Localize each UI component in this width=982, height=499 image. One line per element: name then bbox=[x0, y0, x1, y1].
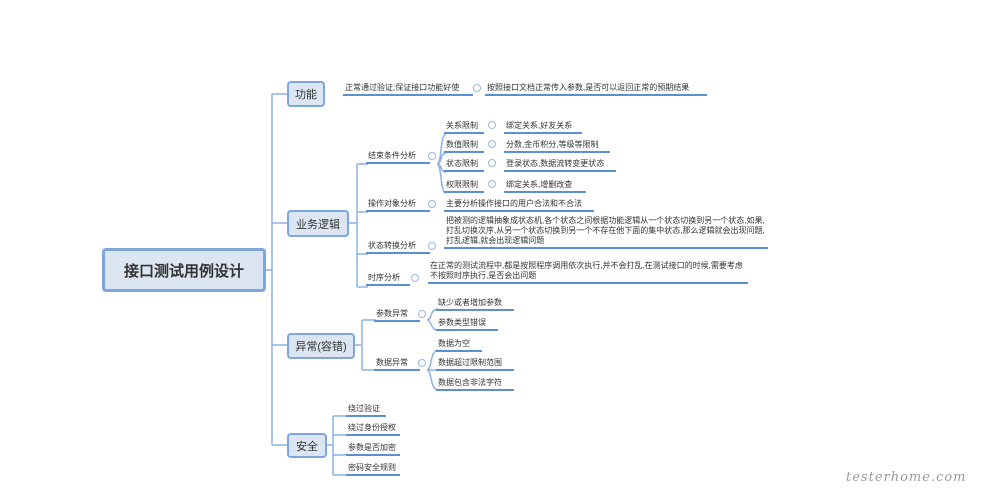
collapse-icon[interactable] bbox=[428, 152, 436, 160]
end-condition-node[interactable]: 结束条件分析 bbox=[366, 151, 430, 164]
data-exception-item[interactable]: 数据包含非法字符 bbox=[436, 378, 514, 391]
collapse-icon[interactable] bbox=[473, 84, 481, 92]
collapse-icon[interactable] bbox=[428, 200, 436, 208]
security-item[interactable]: 绕过身份授权 bbox=[346, 423, 400, 436]
state-detail[interactable]: 把被测的逻辑抽象成状态机,各个状态之间根据功能逻辑从一个状态切换到另一个状态,如… bbox=[444, 216, 768, 249]
data-exception-item[interactable]: 数据超过限制范围 bbox=[436, 358, 514, 371]
operation-detail[interactable]: 主要分析操作接口的用户合法和不合法 bbox=[444, 199, 594, 212]
branch-security[interactable]: 安全 bbox=[287, 433, 327, 458]
collapse-icon[interactable] bbox=[411, 274, 419, 282]
data-exception-item[interactable]: 数据为空 bbox=[436, 339, 482, 352]
end-condition-detail[interactable]: 登录状态,数据流转变更状态 bbox=[504, 159, 616, 172]
collapse-icon[interactable] bbox=[488, 140, 496, 148]
function-detail[interactable]: 按照接口文档正常传入参数,是否可以返回正常的预期结果 bbox=[485, 83, 707, 96]
root-node[interactable]: 接口测试用例设计 bbox=[102, 248, 266, 292]
end-condition-detail[interactable]: 分数,金币积分,等级等限制 bbox=[504, 140, 610, 153]
end-condition-detail[interactable]: 绑定关系,增删改查 bbox=[504, 180, 586, 193]
data-exception-node[interactable]: 数据异常 bbox=[374, 358, 420, 371]
function-child[interactable]: 正常通过验证,保证接口功能好使 bbox=[343, 83, 473, 96]
security-item[interactable]: 绕过验证 bbox=[346, 404, 386, 417]
param-exception-item[interactable]: 参数类型错误 bbox=[436, 318, 498, 331]
collapse-icon[interactable] bbox=[418, 359, 426, 367]
state-node[interactable]: 状态转换分析 bbox=[366, 241, 430, 254]
timing-node[interactable]: 时序分析 bbox=[366, 273, 410, 286]
end-condition-detail[interactable]: 绑定关系,好友关系 bbox=[504, 121, 582, 134]
security-item[interactable]: 密码安全规则 bbox=[346, 463, 400, 476]
end-condition-item[interactable]: 关系限制 bbox=[444, 121, 484, 134]
watermark: testerhome.com bbox=[846, 470, 967, 485]
end-condition-item[interactable]: 权限限制 bbox=[444, 180, 484, 193]
security-item[interactable]: 参数是否加密 bbox=[346, 443, 400, 456]
collapse-icon[interactable] bbox=[428, 242, 436, 250]
end-condition-item[interactable]: 数值限制 bbox=[444, 140, 484, 153]
timing-detail[interactable]: 在正常的测试流程中,都是按照程序调用依次执行,并不会打乱,在测试接口的时候,需要… bbox=[428, 261, 748, 284]
collapse-icon[interactable] bbox=[488, 121, 496, 129]
collapse-icon[interactable] bbox=[488, 180, 496, 188]
collapse-icon[interactable] bbox=[488, 159, 496, 167]
branch-function[interactable]: 功能 bbox=[287, 81, 325, 107]
operation-node[interactable]: 操作对象分析 bbox=[366, 199, 430, 212]
branch-business-logic[interactable]: 业务逻辑 bbox=[287, 210, 349, 237]
param-exception-node[interactable]: 参数异常 bbox=[374, 309, 420, 322]
end-condition-item[interactable]: 状态限制 bbox=[444, 159, 484, 172]
param-exception-item[interactable]: 缺少或者增加参数 bbox=[436, 298, 514, 311]
collapse-icon[interactable] bbox=[418, 310, 426, 318]
branch-exception[interactable]: 异常(容错) bbox=[287, 333, 355, 359]
